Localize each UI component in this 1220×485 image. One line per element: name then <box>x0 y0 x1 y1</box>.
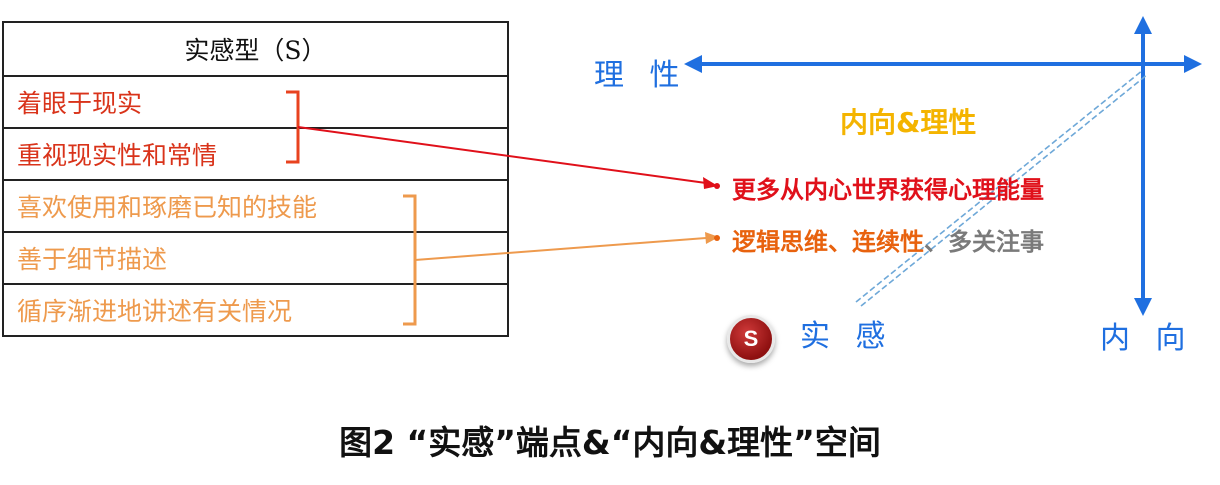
traits-table: 实感型（S） 着眼于现实 重视现实性和常情 喜欢使用和琢磨已知的技能 善于细节描… <box>2 21 509 337</box>
diagonal-line <box>855 69 1144 303</box>
orange-connector-arrowhead <box>705 232 719 244</box>
red-bullet-dot <box>714 183 720 189</box>
quadrant-bullet-2: 逻辑思维、连续性、多关注事 <box>732 222 1044 257</box>
s-badge-icon: S <box>727 315 775 363</box>
orange-bullet-dot <box>714 235 720 241</box>
s-badge-letter: S <box>743 326 759 351</box>
table-row: 循序渐进地讲述有关情况 <box>4 283 507 335</box>
table-row: 喜欢使用和琢磨已知的技能 <box>4 179 507 231</box>
vertical-axis-bottom-arrow <box>1134 298 1152 316</box>
diagonal-line <box>860 73 1149 307</box>
quadrant-title: 内向&理性 <box>840 106 977 139</box>
table-row: 着眼于现实 <box>4 75 507 127</box>
table-header: 实感型（S） <box>184 36 327 65</box>
axis-label-rational: 理 性 <box>594 58 688 93</box>
table-row: 重视现实性和常情 <box>4 127 507 179</box>
vertical-axis-top-arrow <box>1134 16 1152 34</box>
quadrant-bullet-1: 更多从内心世界获得心理能量 <box>732 176 1044 204</box>
orange-connector-line <box>414 237 707 261</box>
table-row: 善于细节描述 <box>4 231 507 283</box>
horizontal-axis-right-arrow <box>1184 55 1202 73</box>
figure-caption: 图2 “实感”端点&“内向&理性”空间 <box>339 423 881 462</box>
axis-label-sensing: 实 感 <box>800 319 894 354</box>
horizontal-axis-left-arrow <box>684 55 702 73</box>
red-connector-line <box>297 126 707 184</box>
quadrant-bullet-2-part2: 、多关注事 <box>924 228 1044 256</box>
orange-bracket <box>403 194 417 326</box>
red-bracket <box>286 90 300 164</box>
axis-label-introvert: 内 向 <box>1100 321 1194 356</box>
quadrant-bullet-2-part1: 逻辑思维、连续性 <box>732 228 924 256</box>
